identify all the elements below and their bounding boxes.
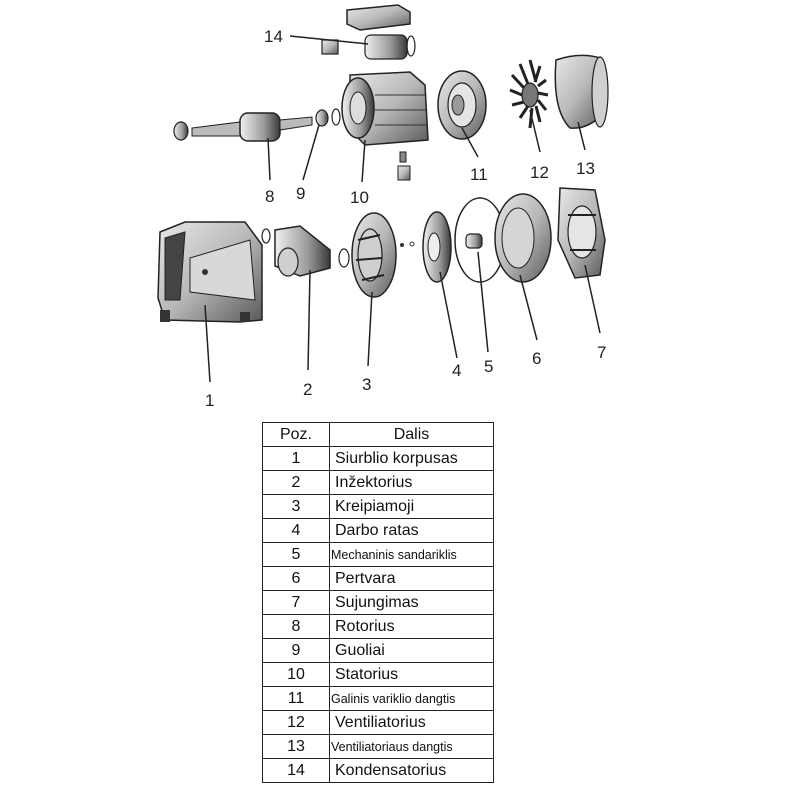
row-part: Inžektorius <box>329 470 494 495</box>
row-position: 11 <box>262 686 330 711</box>
exploded-pump-diagram: 14 8 9 10 11 12 13 1 2 3 4 5 6 7 <box>157 4 609 410</box>
row-position: 10 <box>262 662 330 687</box>
callout-labels: 14 8 9 10 11 12 13 1 2 3 4 5 6 7 <box>205 27 606 410</box>
column-header-part: Dalis <box>329 422 494 447</box>
row-position: 8 <box>262 614 330 639</box>
table-header-row: Poz. Dalis <box>262 422 494 447</box>
fan <box>509 59 549 129</box>
coupling <box>557 187 606 279</box>
callout-11: 11 <box>470 165 488 184</box>
row-position: 13 <box>262 734 330 759</box>
row-position: 3 <box>262 494 330 519</box>
stator <box>331 71 429 181</box>
row-position: 1 <box>262 446 330 471</box>
callout-3: 3 <box>362 375 371 394</box>
row-position: 12 <box>262 710 330 735</box>
callout-10: 10 <box>350 188 369 207</box>
callout-8: 8 <box>265 187 274 206</box>
callout-2: 2 <box>303 380 312 399</box>
row-part: Ventiliatoriaus dangtis <box>329 734 494 759</box>
rotor <box>173 112 313 142</box>
row-part: Rotorius <box>329 614 494 639</box>
row-position: 9 <box>262 638 330 663</box>
row-part: Darbo ratas <box>329 518 494 543</box>
row-part: Siurblio korpusas <box>329 446 494 471</box>
callout-12: 12 <box>530 163 549 182</box>
bearing <box>315 109 329 127</box>
capacitor <box>321 34 416 60</box>
column-header-position: Poz. <box>262 422 330 447</box>
impeller <box>422 211 452 283</box>
callout-6: 6 <box>532 349 541 368</box>
callout-5: 5 <box>484 357 493 376</box>
row-part: Ventiliatorius <box>329 710 494 735</box>
leader-lines <box>204 35 601 383</box>
row-part: Sujungimas <box>329 590 494 615</box>
row-position: 6 <box>262 566 330 591</box>
callout-1: 1 <box>205 391 214 410</box>
callout-4: 4 <box>452 361 461 380</box>
row-part: Pertvara <box>329 566 494 591</box>
callout-13: 13 <box>576 159 595 178</box>
callout-7: 7 <box>597 343 606 362</box>
row-position: 5 <box>262 542 330 567</box>
partition <box>494 193 552 283</box>
diffuser <box>351 212 415 298</box>
row-part: Mechaninis sandariklis <box>329 542 494 567</box>
rear-motor-cover <box>437 70 487 140</box>
row-position: 14 <box>262 758 330 783</box>
row-part: Galinis variklio dangtis <box>329 686 494 711</box>
capacitor-cover <box>346 4 411 31</box>
callout-14: 14 <box>264 27 283 46</box>
row-part: Kondensatorius <box>329 758 494 783</box>
row-part: Guoliai <box>329 638 494 663</box>
fan-cover <box>554 54 609 129</box>
injector <box>261 225 350 277</box>
row-part: Kreipiamoji <box>329 494 494 519</box>
row-position: 7 <box>262 590 330 615</box>
row-part: Statorius <box>329 662 494 687</box>
row-position: 2 <box>262 470 330 495</box>
row-position: 4 <box>262 518 330 543</box>
callout-9: 9 <box>296 184 305 203</box>
pump-body <box>157 221 263 323</box>
